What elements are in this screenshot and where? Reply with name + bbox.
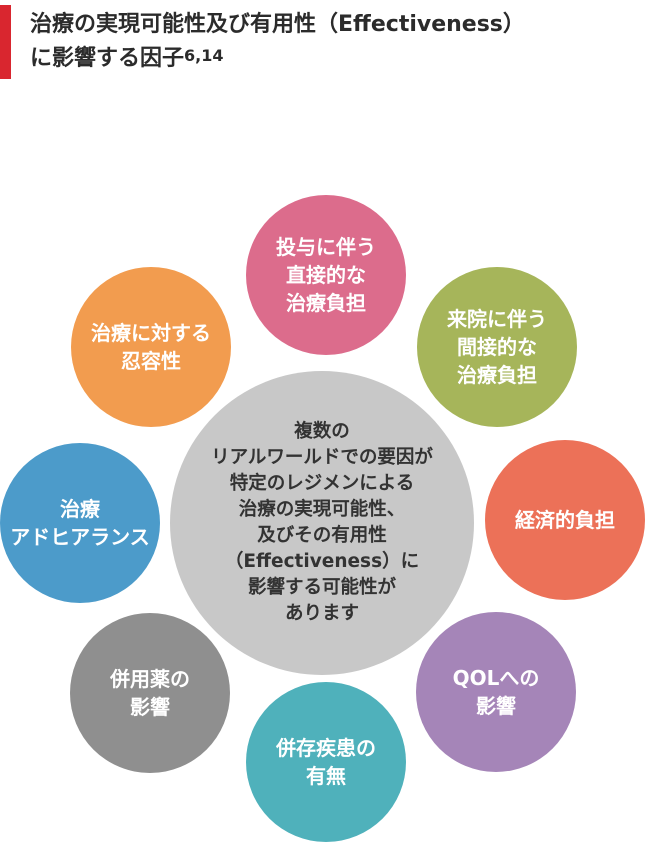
factor-label-line: 併用薬の bbox=[110, 667, 190, 691]
title-line-2: に影響する因子6,14 bbox=[30, 42, 645, 77]
factor-circle-concomitant-drugs: 併用薬の影響 bbox=[70, 613, 230, 773]
factor-circle-economic-burden: 経済的負担 bbox=[485, 440, 645, 600]
factor-label-line: 間接的な bbox=[457, 335, 537, 359]
factor-label-line: 有無 bbox=[306, 764, 346, 788]
factor-label-line: 治療 bbox=[60, 497, 100, 521]
factor-label-line: 治療負担 bbox=[286, 291, 366, 315]
title-line-2-text: に影響する因子 bbox=[30, 46, 185, 71]
factor-label-line: 忍容性 bbox=[121, 349, 181, 373]
factor-circle-indirect-burden: 来院に伴う間接的な治療負担 bbox=[417, 267, 577, 427]
factor-circle-direct-burden: 投与に伴う直接的な治療負担 bbox=[246, 195, 406, 355]
factor-label-line: 直接的な bbox=[286, 263, 366, 287]
factor-label-line: 影響 bbox=[130, 695, 170, 719]
title-reference: 6,14 bbox=[184, 46, 224, 65]
factor-label-line: アドヒアランス bbox=[10, 525, 150, 549]
factor-label-line: 来院に伴う bbox=[447, 307, 547, 331]
factor-label-line: 治療負担 bbox=[457, 363, 537, 387]
title-accent-bar bbox=[0, 5, 11, 79]
center-text-line: （Effectiveness）に bbox=[224, 551, 420, 572]
center-text-line: 特定のレジメンによる bbox=[229, 473, 415, 494]
center-text-line: 影響する可能性が bbox=[247, 577, 396, 598]
center-text-line: 治療の実現可能性、 bbox=[238, 499, 406, 520]
factor-label-line: 治療に対する bbox=[91, 321, 211, 345]
factor-circle-qol-impact: QOLへの影響 bbox=[416, 612, 576, 772]
page-title: 治療の実現可能性及び有用性（Effectiveness） に影響する因子6,14 bbox=[30, 8, 645, 77]
factor-label-line: 経済的負担 bbox=[515, 508, 615, 532]
center-text-line: 複数の bbox=[294, 421, 350, 442]
factor-label-line: QOLへの bbox=[452, 666, 540, 690]
center-text-line: 及びその有用性 bbox=[257, 525, 387, 546]
center-text-line: リアルワールドでの要因が bbox=[211, 447, 433, 468]
factor-label-line: 影響 bbox=[476, 694, 516, 718]
factor-label-line: 投与に伴う bbox=[276, 235, 376, 259]
title-line-1: 治療の実現可能性及び有用性（Effectiveness） bbox=[30, 12, 525, 37]
center-text-line: あります bbox=[284, 603, 359, 624]
factor-circle-tolerability: 治療に対する忍容性 bbox=[71, 267, 231, 427]
factor-label-line: 併存疾患の bbox=[276, 736, 376, 760]
factor-circle-comorbidity: 併存疾患の有無 bbox=[246, 682, 406, 842]
factor-circle-adherence: 治療アドヒアランス bbox=[0, 443, 160, 603]
center-circle: 複数のリアルワールドでの要因が特定のレジメンによる治療の実現可能性、及びその有用… bbox=[170, 371, 474, 675]
